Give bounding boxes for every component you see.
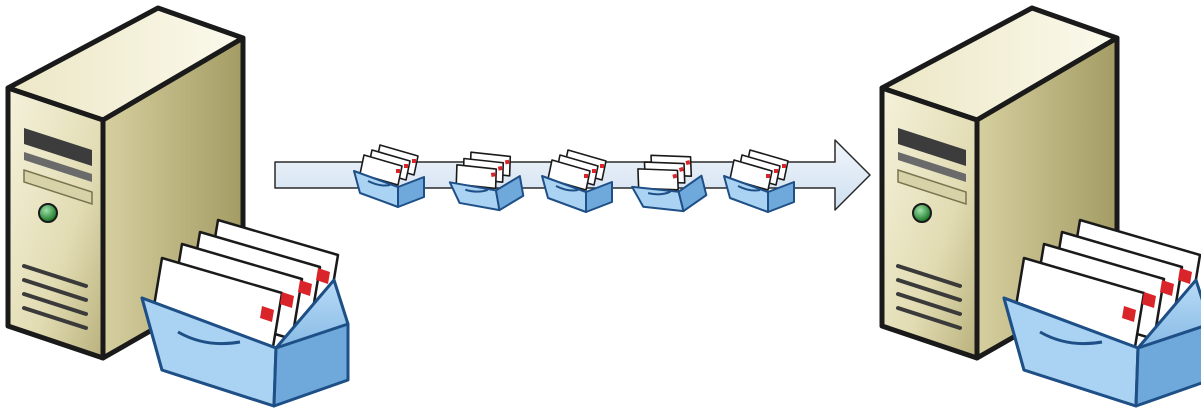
messages-in-transit [354, 145, 794, 222]
destination-server [882, 8, 1201, 406]
source-server [8, 8, 348, 406]
power-led-icon [913, 204, 931, 222]
mail-tray-icon [445, 145, 525, 218]
power-led-icon [39, 204, 57, 222]
mail-tray-icon [626, 145, 709, 222]
